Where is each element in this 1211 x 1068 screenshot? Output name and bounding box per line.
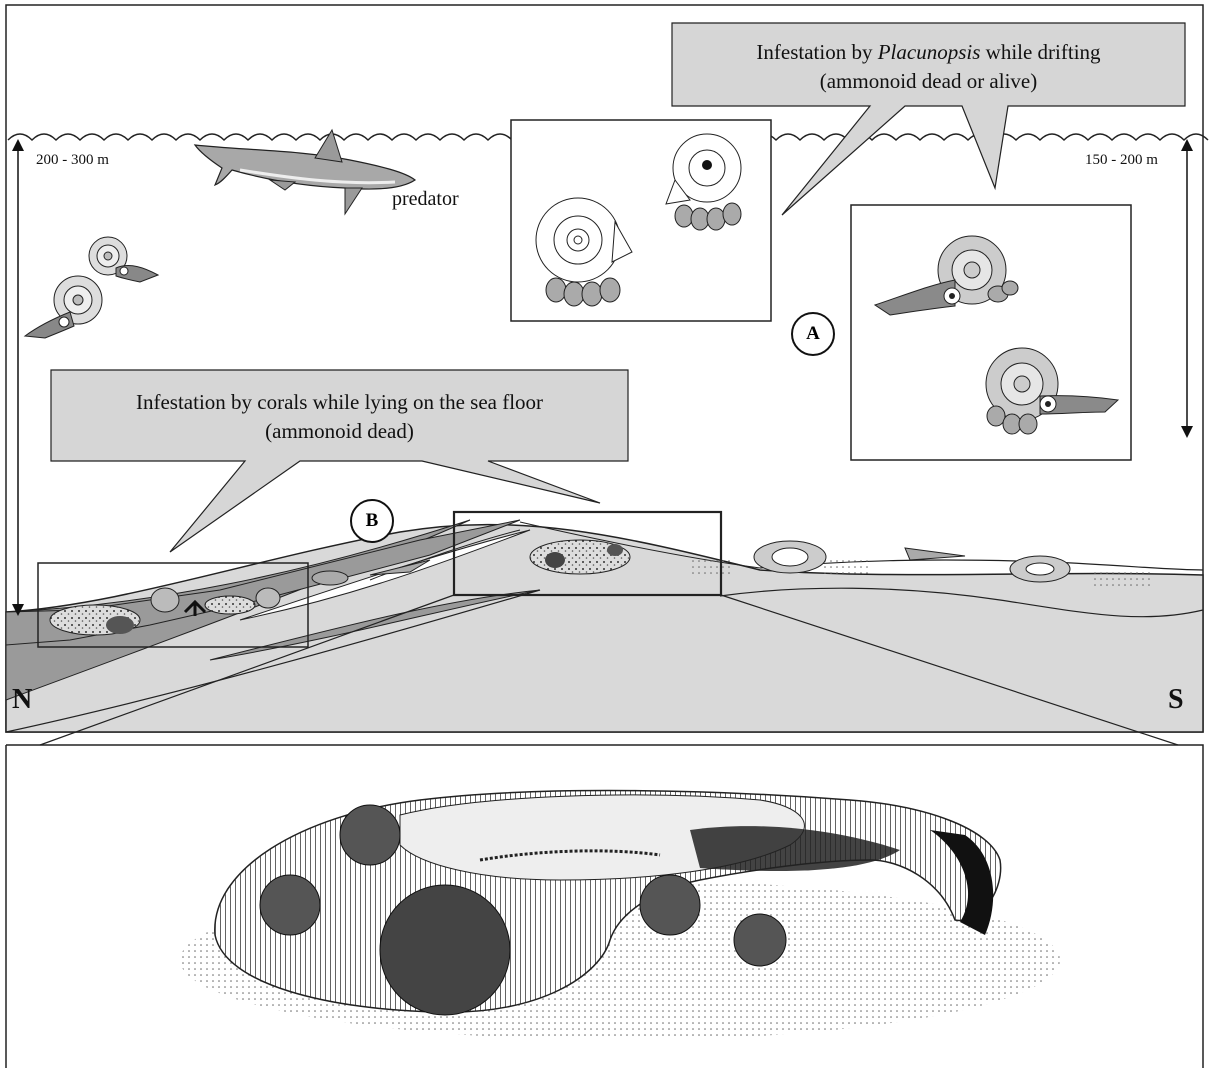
marker-a: A bbox=[791, 312, 835, 356]
callout-placunopsis-text: Infestation by Placunopsis while driftin… bbox=[672, 38, 1185, 96]
callout-placunopsis-prefix: Infestation by bbox=[756, 40, 877, 64]
callout-corals-text: Infestation by corals while lying on the… bbox=[51, 388, 628, 446]
callout-corals-line1: Infestation by corals while lying on the… bbox=[51, 388, 628, 417]
south-label: S bbox=[1168, 684, 1184, 716]
marker-a-text: A bbox=[806, 323, 820, 345]
marker-b: B bbox=[350, 499, 394, 543]
depth-label-left: 200 - 300 m bbox=[36, 152, 109, 169]
coral-encrusted-ammonoid-illustration bbox=[180, 791, 1060, 1040]
callout-corals-line2: (ammonoid dead) bbox=[51, 417, 628, 446]
callout-placunopsis-suffix: while drifting bbox=[980, 40, 1100, 64]
callout-placunopsis-line1: Infestation by Placunopsis while driftin… bbox=[672, 38, 1185, 67]
callout-placunopsis-line2: (ammonoid dead or alive) bbox=[672, 67, 1185, 96]
north-label: N bbox=[12, 684, 32, 716]
marker-b-text: B bbox=[366, 510, 379, 532]
placunopsis-genus-name: Placunopsis bbox=[878, 40, 981, 64]
depth-label-right: 150 - 200 m bbox=[1085, 152, 1158, 169]
predator-label: predator bbox=[392, 188, 459, 211]
